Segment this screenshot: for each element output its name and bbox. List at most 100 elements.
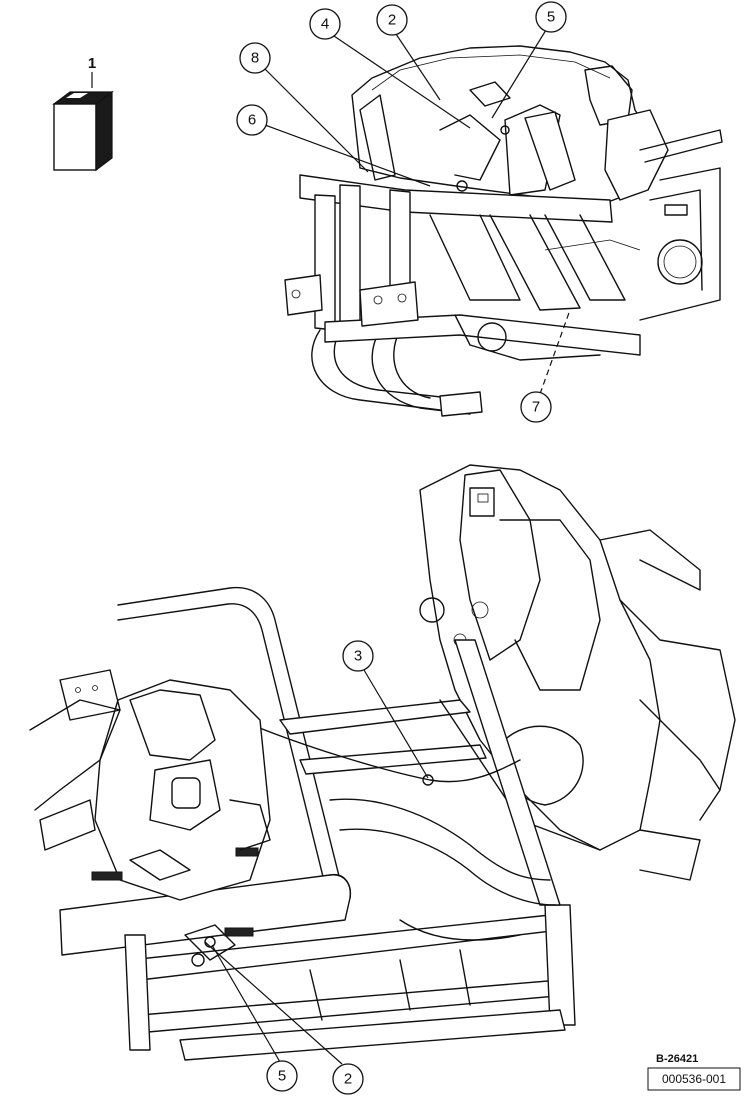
figure-reference: B-26421 — [656, 1053, 698, 1065]
bottom-floor-channel-2 — [339, 828, 556, 906]
callout-3-leader — [363, 669, 429, 779]
callout-2-bottom — [332, 1063, 364, 1095]
doc-number: 000536-001 — [662, 1072, 726, 1086]
bottom-brake-cable — [244, 721, 521, 783]
top-right-plate — [664, 204, 688, 216]
bottom-side-rail-2 — [299, 744, 487, 775]
bottom-glovebox — [499, 519, 601, 691]
callout-4-leader — [333, 35, 471, 129]
top-lower-hub — [477, 322, 507, 352]
bottom-callouts: 3 5 2 — [204, 640, 429, 1095]
callout-3 — [342, 640, 374, 672]
bottom-right-fender — [619, 599, 736, 791]
bottom-assembly — [29, 464, 736, 1061]
top-right-rail-2 — [639, 167, 721, 321]
top-pedal-arm-2 — [489, 214, 581, 311]
top-bumper-loop-1 — [311, 329, 441, 411]
top-right-rail-1 — [639, 129, 723, 163]
bottom-rollbar-outer — [117, 586, 346, 901]
top-callouts: 8 4 2 5 6 7 — [236, 1, 571, 423]
bottom-right-post — [544, 904, 576, 1026]
top-pivot-2 — [500, 125, 510, 135]
bottom-dash-gauge — [469, 487, 495, 517]
bottom-shift-lever — [229, 799, 271, 851]
doc-number-box — [647, 1067, 741, 1091]
top-dash-edge — [371, 54, 611, 91]
callout-5-top-leader — [491, 29, 547, 119]
top-pedal-bracket-2 — [524, 111, 576, 191]
top-lower-crossmember — [324, 314, 641, 356]
bottom-right-fender-inner — [639, 699, 721, 821]
bottom-left-fender-lower — [39, 799, 96, 851]
callout-7-leader — [539, 309, 571, 395]
callout-2-bottom-leader — [204, 941, 343, 1065]
bottom-left-bracket — [59, 669, 121, 721]
bottom-cowl-strut — [454, 639, 561, 906]
top-side-panel — [604, 109, 669, 201]
bottom-right-foot — [639, 829, 701, 881]
bottom-dash-face — [459, 469, 541, 661]
top-bumper-foot — [439, 391, 483, 417]
top-crossmember — [299, 174, 613, 223]
bottom-side-rail-1 — [279, 699, 471, 735]
bottom-left-bracket-hole-2 — [92, 685, 98, 691]
callout-5-bottom-leader — [211, 944, 281, 1063]
bottom-linkage-pivot — [204, 936, 216, 948]
top-left-bracket-plate — [359, 94, 396, 181]
top-left-bracket — [284, 274, 323, 316]
bottom-rollbar-inner — [117, 603, 331, 906]
top-cable-clip — [469, 81, 511, 107]
bottom-base-rail — [179, 1009, 566, 1061]
top-bumper-loop-4 — [393, 329, 431, 399]
bottom-engine-foot — [129, 849, 191, 881]
top-right-hub — [657, 239, 703, 285]
top-mid-bracket-hole-2 — [397, 293, 407, 303]
callout-6-label: 6 — [248, 112, 256, 129]
top-right-hub-inner — [663, 245, 697, 279]
callout-8-label: 8 — [251, 50, 259, 67]
bottom-engine-spring-3 — [235, 847, 259, 857]
callout-2-bottom-label: 2 — [344, 1071, 352, 1088]
callout-8 — [239, 42, 271, 74]
callout-4-label: 4 — [321, 16, 329, 33]
bottom-dash-knob — [419, 597, 445, 623]
callout-8-leader — [263, 67, 369, 173]
top-assembly — [284, 45, 723, 417]
bottom-dash-bracket — [599, 529, 701, 591]
top-pedal-arm-1 — [429, 214, 521, 301]
bottom-dash-boss-1 — [471, 601, 489, 619]
callout-5-top-label: 5 — [547, 9, 555, 26]
bottom-floor-channel-1 — [329, 798, 551, 881]
pack-top-label — [66, 93, 88, 98]
callout-6-leader — [264, 124, 431, 187]
bottom-linkage-bracket — [184, 924, 236, 961]
callout-2-top-leader — [395, 33, 441, 101]
callout-5-top — [535, 1, 567, 33]
top-lower-brace — [454, 314, 601, 361]
bottom-dash-gauge-inner — [477, 493, 489, 503]
callout-7 — [520, 391, 552, 423]
callout-6 — [236, 104, 268, 136]
callout-3-label: 3 — [354, 648, 362, 665]
bottom-cable-clamp — [422, 774, 434, 786]
top-pedal-arm-3 — [544, 214, 626, 301]
bottom-engine-filter — [171, 777, 201, 809]
bottom-left-fender — [29, 699, 121, 811]
top-cable-run — [544, 239, 641, 251]
callout-4 — [309, 8, 341, 40]
top-mid-bracket — [359, 281, 419, 327]
bottom-left-bracket-hole-1 — [75, 687, 81, 693]
bottom-engine-cover — [149, 759, 221, 831]
item-1-pack: 1 — [52, 55, 114, 172]
bottom-engine-spring-1 — [91, 871, 123, 881]
callout-2-top — [376, 4, 408, 36]
pack-front — [53, 103, 97, 171]
top-bumper-loop-3 — [371, 329, 471, 415]
bottom-engine-top — [129, 689, 216, 761]
bottom-floor-crossbars — [309, 949, 471, 1021]
bottom-engine-spring-2 — [224, 927, 254, 937]
bottom-floor-channel-3 — [399, 919, 521, 941]
bottom-dash-cowl — [419, 464, 661, 851]
